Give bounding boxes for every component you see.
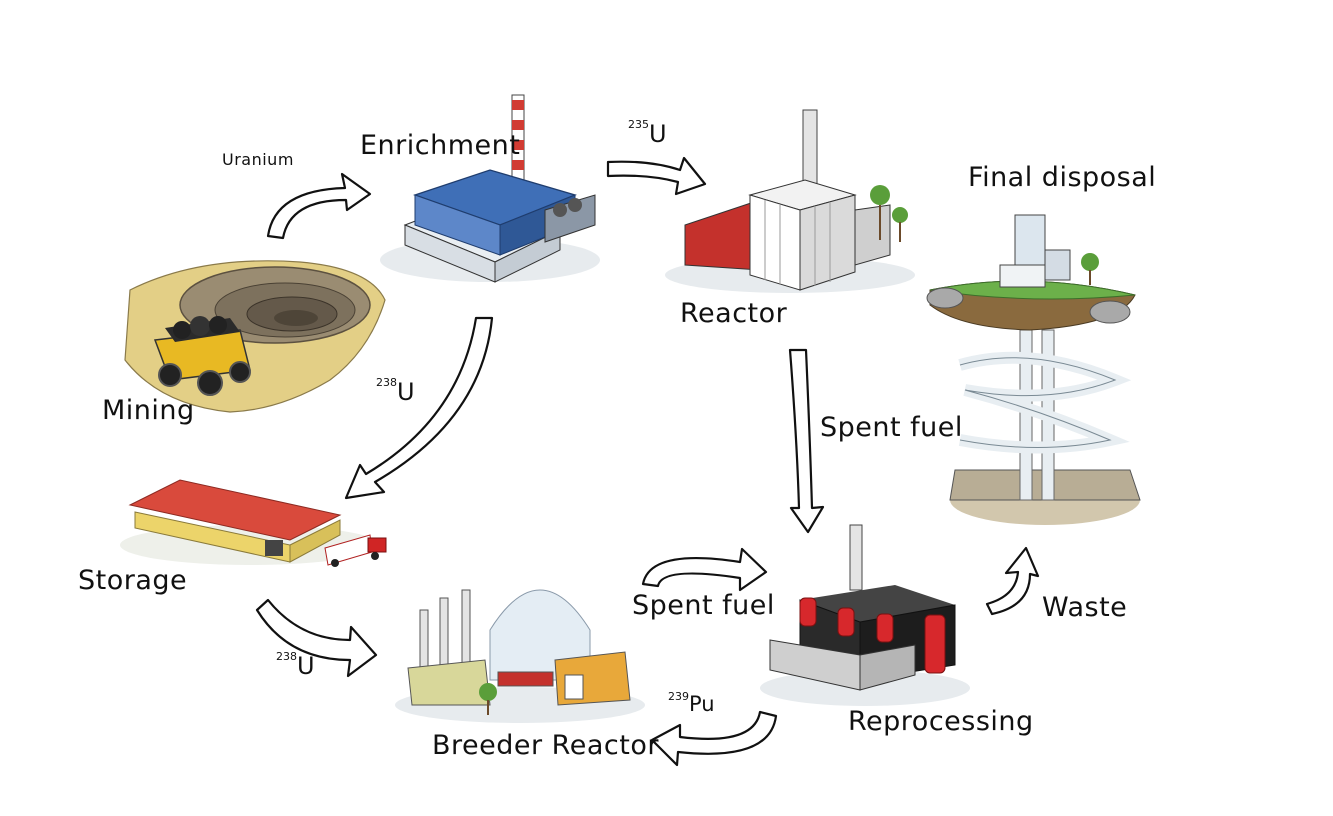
label-storage: Storage: [78, 565, 188, 596]
arrow-enrichment-to-storage: [344, 316, 494, 500]
u238-storage-mass: 238: [276, 650, 297, 663]
label-mining: Mining: [102, 395, 195, 426]
u238-symbol: U: [397, 378, 415, 406]
arrow-enrichment-to-reactor: [606, 156, 707, 196]
mining-illustration: [124, 260, 386, 413]
pu239-mass: 239: [668, 690, 689, 703]
breeder-reactor-illustration: [395, 589, 645, 723]
label-pu239: 239Pu: [668, 690, 715, 716]
pu239-symbol: Pu: [689, 692, 715, 716]
reactor-illustration: [665, 109, 915, 293]
storage-illustration: [120, 479, 387, 567]
enrichment-illustration: [380, 94, 600, 283]
label-enrichment: Enrichment: [360, 130, 521, 161]
arrow-mining-to-enrichment: [266, 172, 372, 240]
u235-mass: 235: [628, 118, 649, 131]
label-final-disposal: Final disposal: [968, 162, 1157, 193]
label-u238-storage: 238U: [276, 650, 315, 680]
label-reactor: Reactor: [680, 298, 788, 329]
label-spent-fuel-breeder: Spent fuel: [632, 590, 775, 621]
final-disposal-illustration: [926, 214, 1141, 525]
label-waste: Waste: [1042, 592, 1128, 623]
arrow-storage-to-breeder: [255, 598, 378, 678]
u238-mass: 238: [376, 376, 397, 389]
label-u235: 235U: [628, 118, 667, 148]
u235-symbol: U: [649, 120, 667, 148]
arrow-reprocessing-to-disposal: [985, 546, 1040, 616]
arrow-breeder-to-reprocessing: [641, 547, 768, 592]
label-u238-enrichment: 238U: [376, 376, 415, 406]
arrow-reprocessing-to-breeder: [650, 710, 778, 767]
reprocessing-illustration: [760, 524, 970, 706]
label-breeder-reactor: Breeder Reactor: [432, 730, 659, 761]
u238-storage-symbol: U: [297, 652, 315, 680]
label-spent-fuel-reactor: Spent fuel: [820, 412, 963, 443]
arrow-reactor-to-reprocessing: [788, 348, 825, 534]
label-uranium: Uranium: [222, 150, 294, 169]
label-reprocessing: Reprocessing: [848, 706, 1034, 737]
